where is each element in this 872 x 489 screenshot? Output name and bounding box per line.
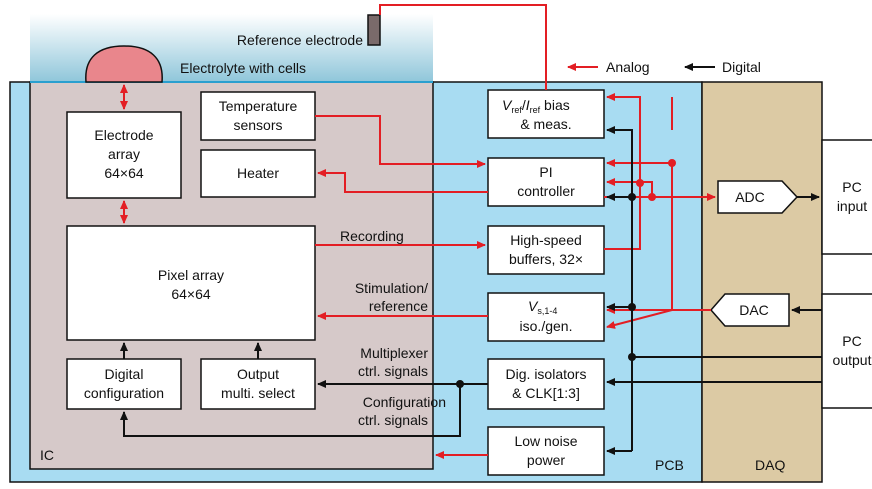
dac-block: DAC [710, 293, 790, 327]
analog-junctions [636, 159, 676, 201]
svg-text:Low noise: Low noise [514, 433, 577, 449]
svg-text:PI: PI [539, 164, 552, 180]
svg-text:Pixel array: Pixel array [158, 267, 224, 283]
digital-junctions [456, 193, 636, 388]
svg-text:input: input [837, 198, 867, 214]
electrode-array-block: Electrode array 64×64 [66, 111, 182, 199]
pixel-array-block: Pixel array 64×64 [66, 225, 316, 341]
pi-controller-block: PI controller [487, 157, 605, 207]
svg-text:sensors: sensors [233, 117, 282, 133]
svg-text:Temperature: Temperature [219, 98, 298, 114]
reference-electrode-label: Reference electrode [237, 32, 363, 48]
configuration-label: Configuration [363, 394, 446, 410]
svg-text:Digital: Digital [105, 366, 144, 382]
low-noise-power-block: Low noise power [487, 426, 605, 476]
svg-text:Vs,1-4: Vs,1-4 [528, 298, 557, 316]
multiplexer-label-2: ctrl. signals [358, 363, 428, 379]
svg-text:output: output [833, 352, 872, 368]
analog-wires [120, 4, 716, 459]
multiplexer-label: Multiplexer [360, 345, 428, 361]
svg-text:power: power [527, 452, 565, 468]
svg-text:PC: PC [842, 179, 861, 195]
svg-text:ADC: ADC [735, 189, 765, 205]
digital-configuration-block: Digital configuration [66, 358, 182, 410]
heater-block: Heater [200, 149, 316, 198]
svg-text:multi. select: multi. select [221, 385, 295, 401]
reference-electrode-post [367, 14, 381, 46]
svg-text:High-speed: High-speed [510, 232, 582, 248]
pcb-region-label: PCB [655, 457, 684, 473]
svg-text:DAC: DAC [739, 302, 769, 318]
svg-text:controller: controller [517, 183, 575, 199]
pc-output-block: PC output [821, 293, 872, 409]
stimulation-label: Stimulation/ [355, 280, 428, 296]
vs-generator-block: Vs,1-4 iso./gen. [487, 292, 605, 342]
adc-block: ADC [717, 180, 799, 214]
svg-text:Heater: Heater [237, 165, 279, 181]
svg-text:Vref/Iref bias: Vref/Iref bias [502, 97, 570, 115]
svg-text:buffers, 32×: buffers, 32× [509, 251, 583, 267]
svg-text:configuration: configuration [84, 385, 164, 401]
svg-text:Dig. isolators: Dig. isolators [506, 366, 587, 382]
configuration-label-2: ctrl. signals [358, 412, 428, 428]
daq-region [701, 81, 823, 483]
electrolyte-label: Electrolyte with cells [180, 60, 306, 76]
svg-text:PC: PC [842, 333, 861, 349]
cell-blob [85, 45, 163, 83]
recording-label: Recording [340, 228, 404, 244]
svg-text:Output: Output [237, 366, 279, 382]
svg-text:array: array [108, 146, 140, 162]
daq-region-label: DAQ [755, 457, 785, 473]
pc-input-block: PC input [821, 139, 872, 255]
hs-buffers-block: High-speed buffers, 32× [487, 225, 605, 275]
legend-digital-label: Digital [722, 59, 761, 75]
svg-text:& meas.: & meas. [520, 116, 571, 132]
svg-text:& CLK[1:3]: & CLK[1:3] [512, 385, 580, 401]
svg-text:Electrode: Electrode [94, 127, 153, 143]
svg-text:64×64: 64×64 [171, 286, 211, 302]
svg-text:64×64: 64×64 [104, 165, 144, 181]
temperature-sensors-block: Temperature sensors [200, 91, 316, 141]
vref-bias-block: Vref/Iref bias & meas. [487, 89, 605, 139]
svg-text:iso./gen.: iso./gen. [520, 318, 573, 334]
legend-analog-label: Analog [606, 59, 650, 75]
ic-region-label: IC [40, 447, 54, 463]
dig-isolators-block: Dig. isolators & CLK[1:3] [487, 358, 605, 410]
output-select-block: Output multi. select [200, 358, 316, 410]
reference-label: reference [369, 298, 428, 314]
